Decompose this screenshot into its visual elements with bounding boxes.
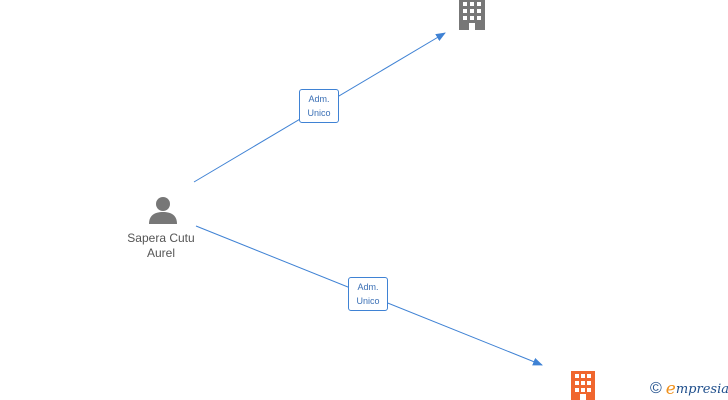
person-icon[interactable]	[148, 195, 178, 225]
building-icon[interactable]	[569, 371, 599, 400]
person-name-line2: Aurel	[146, 246, 175, 260]
edge-label-line2: Unico	[356, 296, 380, 306]
edge-label-line2: Unico	[307, 108, 331, 118]
person-name[interactable]: Sapera Cutu Aurel	[111, 231, 211, 261]
building-icon[interactable]	[456, 0, 490, 30]
person-name-line1: Sapera Cutu	[127, 231, 195, 245]
edge-label-company-1[interactable]: Adm. Unico	[299, 89, 339, 123]
brand-logo-text: mpresia	[675, 381, 728, 397]
copyright-symbol: ©	[650, 380, 662, 397]
edge-label-line1: Adm.	[357, 282, 379, 292]
edge-label-company-2[interactable]: Adm. Unico	[348, 277, 388, 311]
edge-label-line1: Adm.	[308, 94, 330, 104]
brand-logo-e: e	[665, 379, 676, 399]
